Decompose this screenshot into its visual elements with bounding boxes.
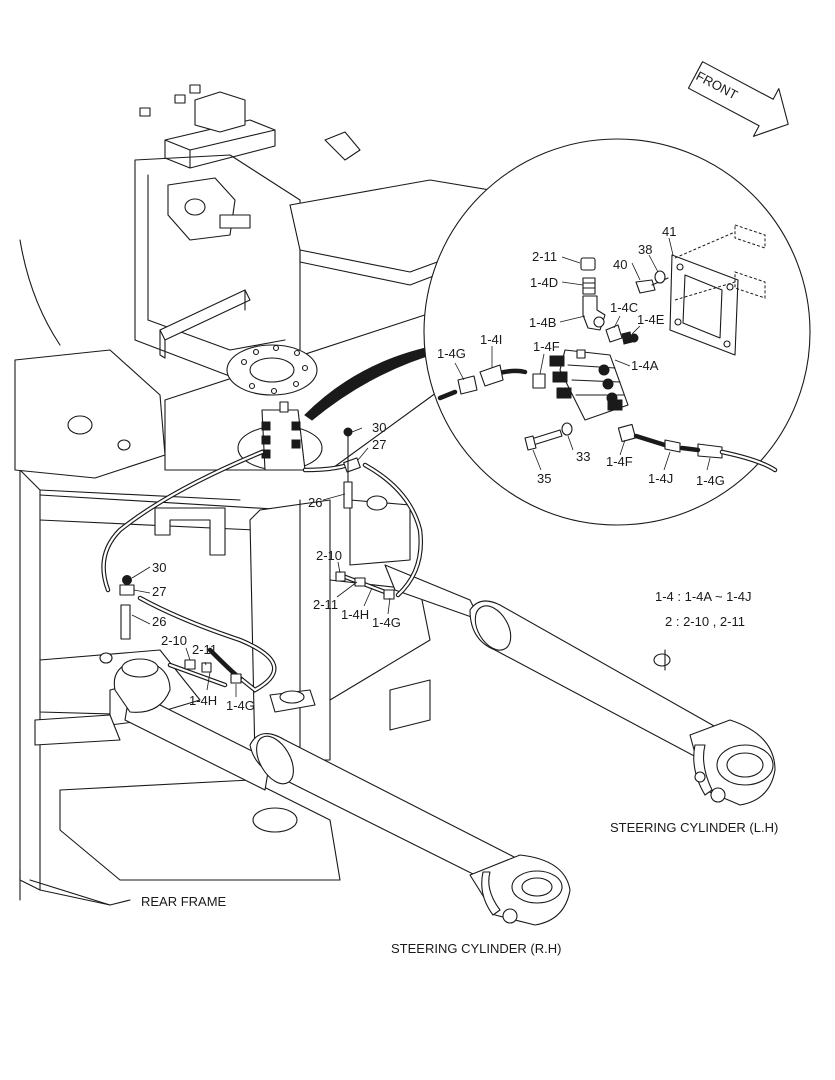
- callout-41: 41: [662, 224, 676, 239]
- callout-2-10-right: 2-10: [316, 548, 342, 563]
- callout-1-4e: 1-4E: [637, 312, 665, 327]
- callout-26-left: 26: [152, 614, 166, 629]
- callout-2-10-left: 2-10: [161, 633, 187, 648]
- callout-1-4f-bottom: 1-4F: [606, 454, 633, 469]
- steering-cylinder-lh-label: STEERING CYLINDER (L.H): [610, 820, 778, 835]
- callout-1-4d: 1-4D: [530, 275, 558, 290]
- legend-line-2: 2 : 2-10 , 2-11: [665, 614, 745, 629]
- center-distributor-block: [237, 401, 323, 471]
- callout-35: 35: [537, 471, 551, 486]
- callout-30-top: 30: [372, 420, 386, 435]
- rear-frame: [14, 84, 521, 906]
- callout-1-4g-left: 1-4G: [226, 698, 255, 713]
- callout-1-4c: 1-4C: [610, 300, 638, 315]
- callout-40: 40: [613, 257, 627, 272]
- legend-line-1: 1-4 : 1-4A ~ 1-4J: [655, 589, 751, 604]
- callout-2-11-detail: 2-11: [532, 249, 557, 264]
- callout-1-4a: 1-4A: [631, 358, 659, 373]
- main-fittings: [99, 427, 395, 684]
- callout-1-4b: 1-4B: [529, 315, 556, 330]
- callout-30-left: 30: [152, 560, 166, 575]
- callout-27-top: 27: [372, 437, 386, 452]
- callout-2-11-right: 2-11: [313, 597, 338, 612]
- callout-27-left: 27: [152, 584, 166, 599]
- steering-cylinder-rh-label: STEERING CYLINDER (R.H): [391, 941, 561, 956]
- callout-1-4g-mid: 1-4G: [372, 615, 401, 630]
- steering-cylinder-lh: [384, 564, 776, 806]
- rear-frame-label: REAR FRAME: [141, 894, 227, 909]
- detail-magnifier: [304, 138, 811, 526]
- callout-38: 38: [638, 242, 652, 257]
- callout-1-4h-left: 1-4H: [189, 693, 217, 708]
- callout-1-4j: 1-4J: [648, 471, 673, 486]
- callout-1-4g-detail-right: 1-4G: [696, 473, 725, 488]
- callout-1-4i: 1-4I: [480, 332, 502, 347]
- callout-33: 33: [576, 449, 590, 464]
- main-leaders: [131, 427, 391, 697]
- detail-leaders: [454, 237, 711, 471]
- steering-cylinder-rh: [113, 658, 571, 926]
- grease-hoses: [101, 449, 423, 693]
- callout-2-11-left: 2-11: [192, 642, 217, 657]
- callout-1-4h-right: 1-4H: [341, 607, 369, 622]
- callout-1-4g-detail: 1-4G: [437, 346, 466, 361]
- callout-26-top: 26: [308, 495, 322, 510]
- callout-1-4f-top: 1-4F: [533, 339, 560, 354]
- bolt-circle: [240, 344, 309, 395]
- front-arrow-icon: [687, 61, 789, 137]
